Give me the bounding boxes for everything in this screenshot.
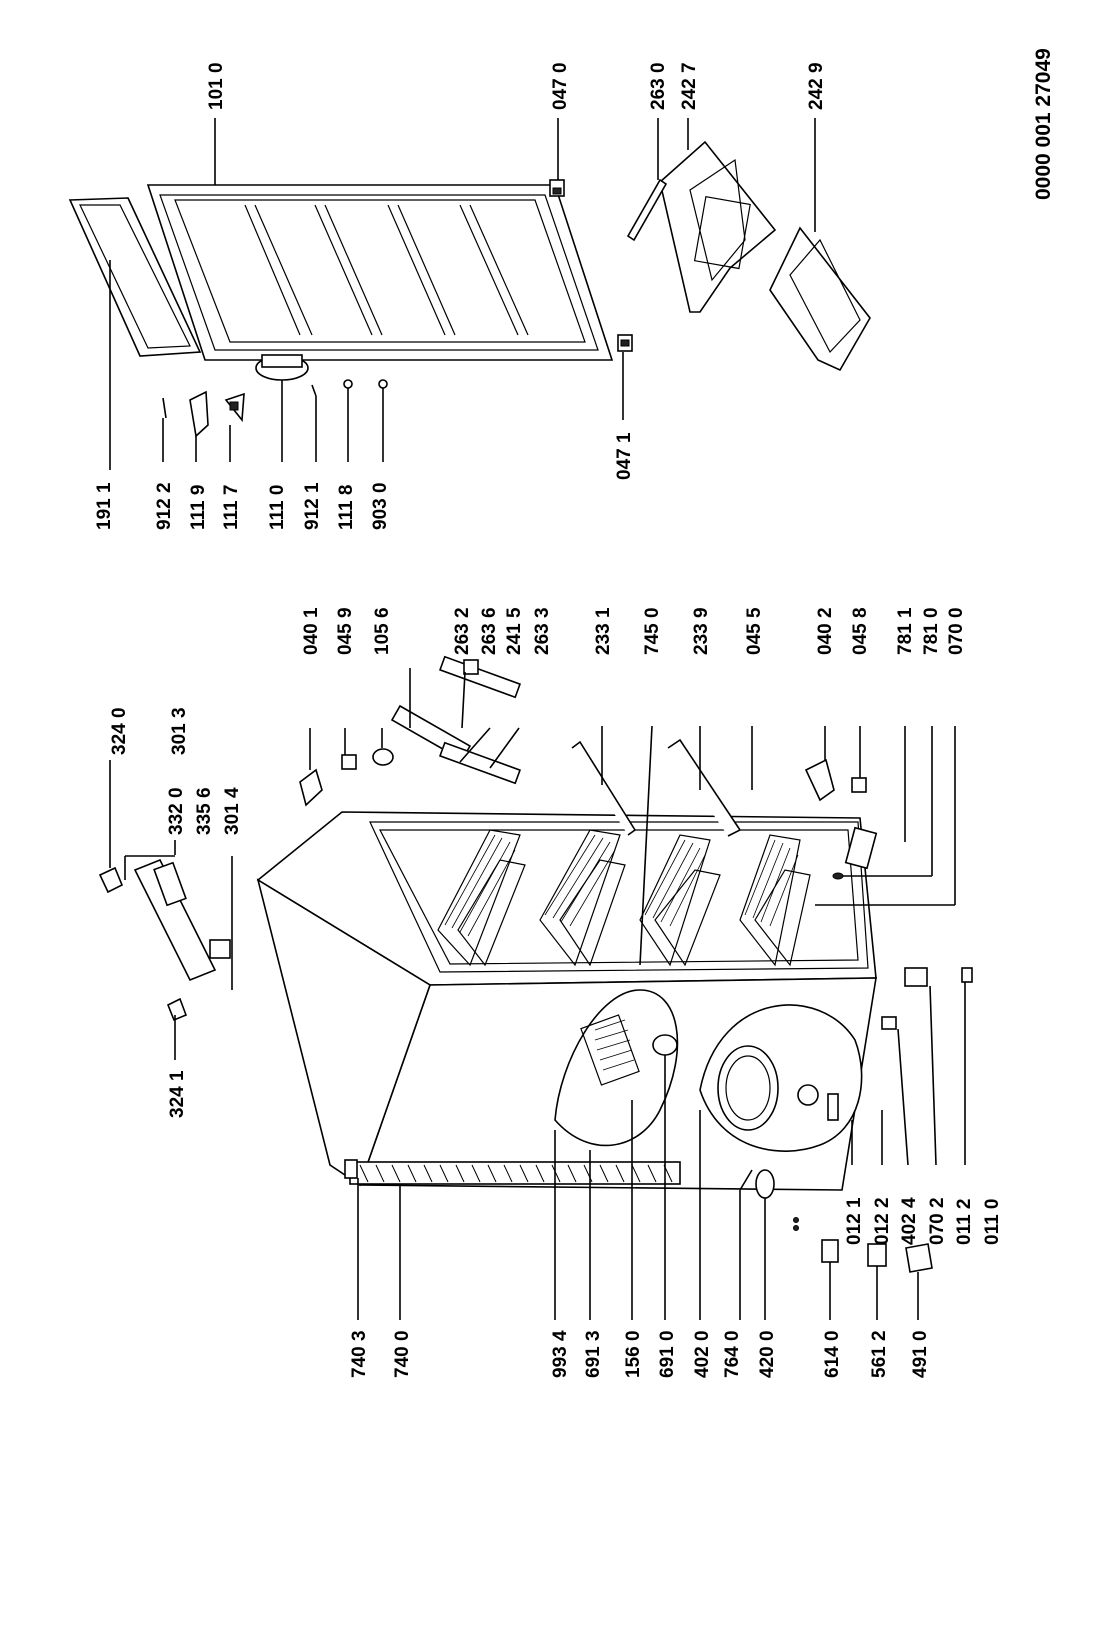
- label-2427: 242 7: [679, 62, 700, 110]
- label-7640: 764 0: [722, 1330, 743, 1378]
- label-0401: 040 1: [301, 607, 322, 655]
- cabinet-hardware: [299, 655, 973, 1030]
- flap-strip: [626, 178, 668, 242]
- label-9030: 903 0: [370, 482, 391, 530]
- hinge-top: [549, 179, 565, 197]
- label-3014: 301 4: [222, 787, 243, 835]
- label-7400: 740 0: [392, 1330, 413, 1378]
- label-0470: 047 0: [550, 62, 571, 110]
- label-7810: 781 0: [921, 607, 942, 655]
- label-9121: 912 1: [302, 482, 323, 530]
- small-hardware-door: [162, 379, 388, 438]
- label-0700: 070 0: [946, 607, 967, 655]
- document-number: 0000 001 27049: [1032, 48, 1055, 200]
- cabinet-wire-shelves: [437, 829, 811, 967]
- label-7403: 740 3: [349, 1330, 370, 1378]
- label-2339: 233 9: [691, 607, 712, 655]
- label-2429: 242 9: [806, 62, 827, 110]
- label-0471: 047 1: [614, 432, 635, 480]
- label-1119: 111 9: [188, 485, 209, 530]
- label-6140: 614 0: [822, 1330, 843, 1378]
- label-3320: 332 0: [166, 787, 187, 835]
- door-gasket-strip: [68, 197, 202, 357]
- label-2636: 263 6: [479, 607, 500, 655]
- electrical-parts: [739, 1169, 933, 1273]
- compressor: [699, 1004, 863, 1152]
- label-4024: 402 4: [899, 1197, 920, 1245]
- label-7811: 781 1: [895, 607, 916, 655]
- label-0402: 040 2: [815, 607, 836, 655]
- label-1110: 111 0: [267, 485, 288, 530]
- label-0459: 045 9: [335, 607, 356, 655]
- label-2630: 263 0: [648, 62, 669, 110]
- label-4200: 420 0: [757, 1330, 778, 1378]
- label-3013: 301 3: [169, 707, 190, 755]
- label-4020: 402 0: [692, 1330, 713, 1378]
- freezer-drawer: [769, 226, 871, 372]
- label-0112: 011 2: [954, 1199, 975, 1246]
- label-6910: 691 0: [657, 1330, 678, 1378]
- label-0121: 012 1: [844, 1197, 865, 1245]
- label-0702: 070 2: [927, 1197, 948, 1245]
- condenser-rail: [344, 1159, 681, 1185]
- label-4910: 491 0: [910, 1330, 931, 1378]
- label-5612: 561 2: [869, 1330, 890, 1378]
- evaporator-compartment: [554, 989, 679, 1147]
- label-0455: 045 5: [744, 607, 765, 655]
- label-1117: 111 7: [221, 485, 242, 530]
- label-1118: 111 8: [336, 485, 357, 530]
- label-3240: 324 0: [109, 707, 130, 755]
- label-1056: 105 6: [372, 607, 393, 655]
- label-0110: 011 0: [982, 1199, 1003, 1246]
- label-0458: 045 8: [850, 607, 871, 655]
- label-9934: 993 4: [550, 1330, 571, 1378]
- door-panel: [146, 184, 614, 361]
- label-7450: 745 0: [642, 607, 663, 655]
- label-2415: 241 5: [504, 607, 525, 655]
- label-3356: 335 6: [194, 787, 215, 835]
- label-1911: 191 1: [94, 482, 115, 530]
- drawer-cover-tray: [659, 140, 777, 313]
- label-6913: 691 3: [583, 1330, 604, 1378]
- label-1010: 101 0: [206, 62, 227, 110]
- label-9122: 912 2: [154, 482, 175, 530]
- label-2632: 263 2: [452, 607, 473, 655]
- label-2331: 233 1: [593, 607, 614, 655]
- label-3241: 324 1: [167, 1070, 188, 1118]
- hinge-bottom: [617, 334, 633, 352]
- door-handle: [255, 354, 309, 381]
- label-1560: 156 0: [623, 1330, 644, 1378]
- top-trim-parts: [98, 858, 231, 1022]
- label-0122: 012 2: [872, 1197, 893, 1245]
- label-2633: 263 3: [532, 607, 553, 655]
